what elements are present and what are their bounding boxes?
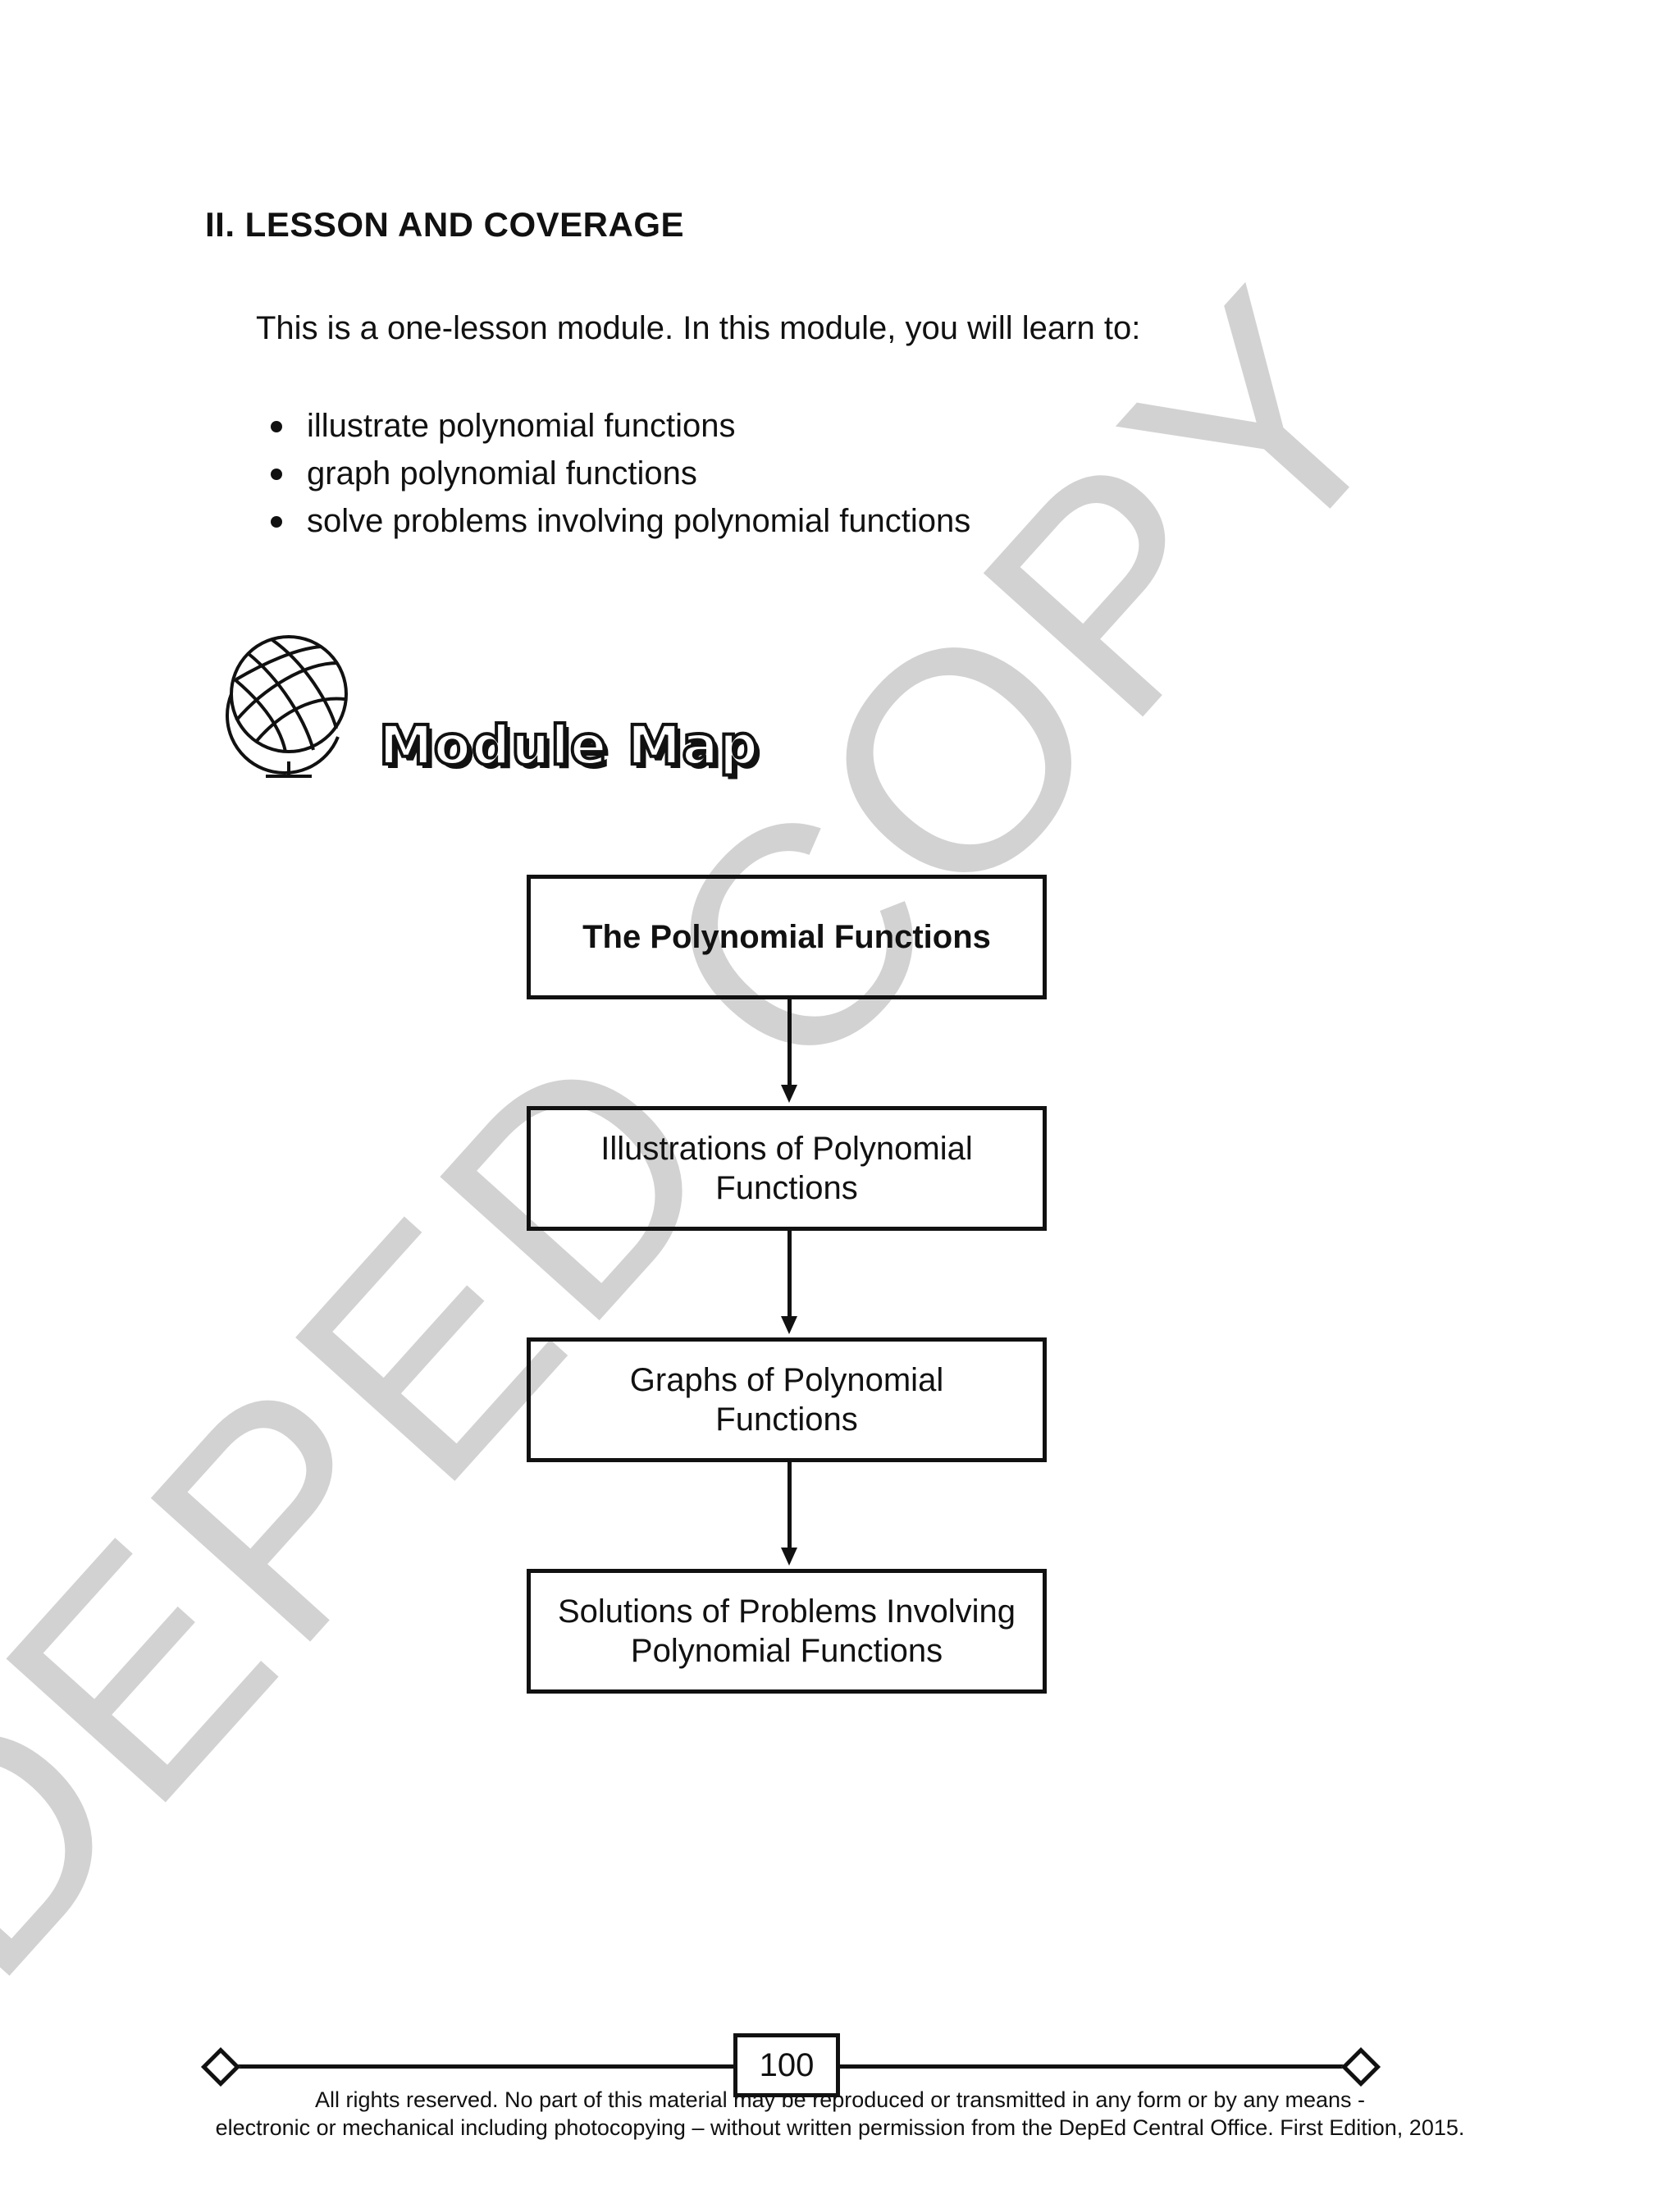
- diamond-right-icon: [1341, 2047, 1381, 2087]
- arrow-down-icon: [781, 1316, 797, 1334]
- copyright-line: All rights reserved. No part of this mat…: [0, 2086, 1680, 2114]
- module-map-title: Module Map: [379, 714, 759, 777]
- flow-box-illustrations: Illustrations of Polynomial Functions: [527, 1106, 1047, 1231]
- bullet-icon: [271, 421, 282, 432]
- flow-box-line: Illustrations of Polynomial: [600, 1129, 973, 1168]
- objective-text: solve problems involving polynomial func…: [307, 503, 970, 539]
- arrow-down-icon: [781, 1085, 797, 1103]
- objective-item: illustrate polynomial functions: [256, 402, 970, 450]
- objective-text: illustrate polynomial functions: [307, 408, 735, 444]
- flow-box-text: Graphs of Polynomial Functions: [630, 1360, 943, 1439]
- flow-box-line: Solutions of Problems Involving: [558, 1592, 1016, 1631]
- bullet-icon: [271, 516, 282, 528]
- arrow-down-icon: [781, 1548, 797, 1566]
- flow-box-text: Illustrations of Polynomial Functions: [600, 1129, 973, 1208]
- flow-arrow-line: [788, 1462, 792, 1549]
- page-number: 100: [733, 2033, 840, 2097]
- flow-box-line: Graphs of Polynomial: [630, 1360, 943, 1400]
- objectives-list: illustrate polynomial functions graph po…: [256, 402, 970, 545]
- flow-box-line: Functions: [600, 1168, 973, 1208]
- flow-arrow-line: [788, 999, 792, 1086]
- flow-box-text: Solutions of Problems Involving Polynomi…: [558, 1592, 1016, 1671]
- objective-item: solve problems involving polynomial func…: [256, 497, 970, 545]
- objective-item: graph polynomial functions: [256, 450, 970, 497]
- section-title: II. LESSON AND COVERAGE: [205, 205, 684, 245]
- flow-box-graphs: Graphs of Polynomial Functions: [527, 1337, 1047, 1462]
- flow-box-polynomial-functions: The Polynomial Functions: [527, 875, 1047, 999]
- intro-text: This is a one-lesson module. In this mod…: [256, 310, 1140, 347]
- flow-box-line: Polynomial Functions: [558, 1631, 1016, 1671]
- copyright-line: electronic or mechanical including photo…: [0, 2114, 1680, 2142]
- globe-icon: [215, 630, 363, 786]
- flow-box-solutions: Solutions of Problems Involving Polynomi…: [527, 1569, 1047, 1694]
- objective-text: graph polynomial functions: [307, 455, 697, 491]
- diamond-left-icon: [201, 2047, 240, 2087]
- flow-arrow-line: [788, 1231, 792, 1318]
- flow-box-line: Functions: [630, 1400, 943, 1439]
- flow-box-label: The Polynomial Functions: [582, 917, 991, 957]
- bullet-icon: [271, 469, 282, 480]
